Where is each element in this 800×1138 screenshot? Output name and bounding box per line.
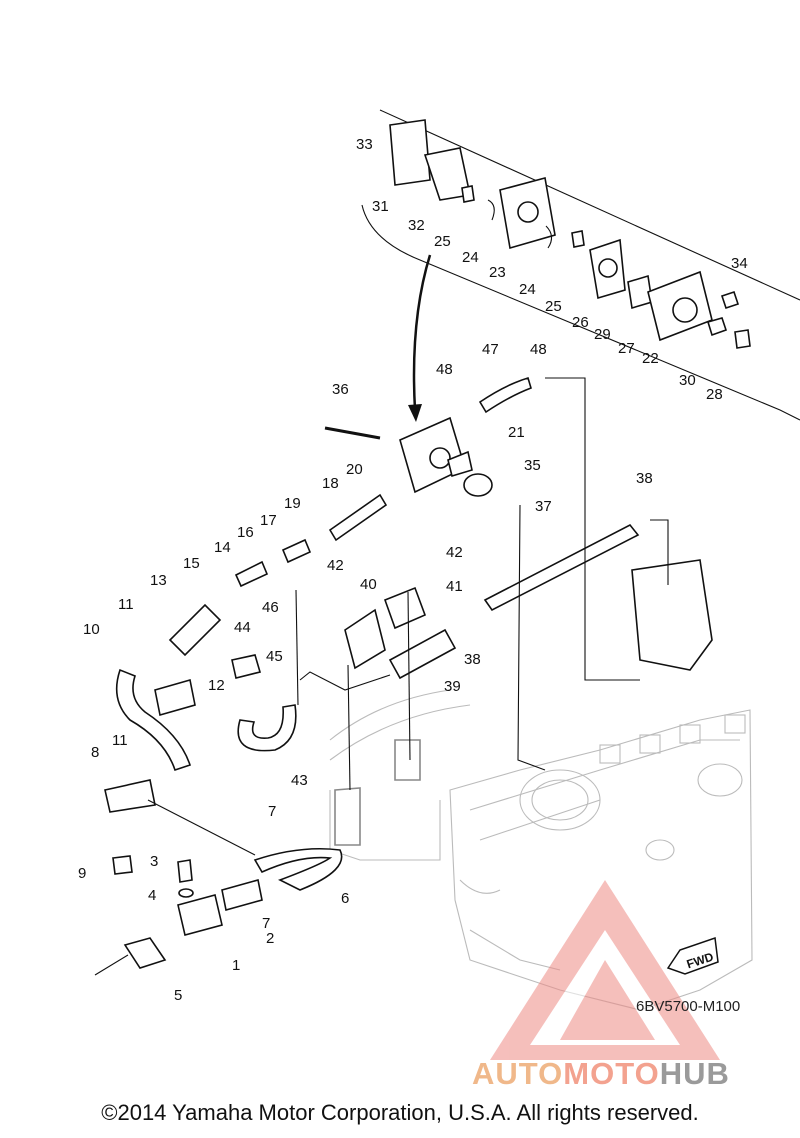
callout-28: 28 — [706, 386, 723, 403]
callout-46: 46 — [262, 599, 279, 616]
watermark-auto: AUTO — [472, 1056, 564, 1091]
callout-labels: 1234567891011121314151617181920212223242… — [78, 136, 748, 1004]
callout-42: 42 — [446, 544, 463, 561]
callout-41: 41 — [446, 578, 463, 595]
callout-27: 27 — [618, 340, 635, 357]
callout-11-repeat: 11 — [112, 732, 128, 749]
callout-31: 31 — [372, 198, 389, 215]
callout-30: 30 — [679, 372, 696, 389]
watermark-moto: MOTO — [563, 1056, 660, 1091]
callout-6: 6 — [341, 890, 349, 907]
callout-32: 32 — [408, 217, 425, 234]
callout-7: 7 — [268, 803, 276, 820]
callout-38-repeat: 38 — [464, 651, 481, 668]
callout-24-repeat: 24 — [519, 281, 536, 298]
callout-40: 40 — [360, 576, 377, 593]
callout-48: 48 — [436, 361, 453, 378]
callout-1: 1 — [232, 957, 240, 974]
watermark-logo — [490, 880, 720, 1060]
callout-45: 45 — [266, 648, 283, 665]
callout-23: 23 — [489, 264, 506, 281]
callout-26: 26 — [572, 314, 589, 331]
callout-35: 35 — [524, 457, 541, 474]
callout-12: 12 — [208, 677, 225, 694]
callout-36: 36 — [332, 381, 349, 398]
callout-48-repeat: 48 — [530, 341, 547, 358]
callout-39: 39 — [444, 678, 461, 695]
callout-17: 17 — [260, 512, 277, 529]
callout-44: 44 — [234, 619, 251, 636]
callout-47: 47 — [482, 341, 499, 358]
callout-25-repeat: 25 — [545, 298, 562, 315]
callout-13: 13 — [150, 572, 167, 589]
callout-11: 11 — [118, 596, 134, 613]
explode-arrow-head — [408, 404, 422, 422]
callout-21: 21 — [508, 424, 525, 441]
callout-18: 18 — [322, 475, 339, 492]
callout-10: 10 — [83, 621, 100, 638]
callout-22: 22 — [642, 350, 659, 367]
fuel-lines — [94, 377, 713, 976]
copyright-notice: ©2014 Yamaha Motor Corporation, U.S.A. A… — [101, 1100, 699, 1125]
callout-8: 8 — [91, 744, 99, 761]
fuel-pump-exploded-group — [361, 109, 800, 421]
callout-20: 20 — [346, 461, 363, 478]
callout-19: 19 — [284, 495, 301, 512]
callout-9: 9 — [78, 865, 86, 882]
callout-3: 3 — [150, 853, 158, 870]
drawing-code: 6BV5700-M100 — [636, 998, 741, 1015]
callout-7-repeat: 7 — [262, 915, 270, 932]
fwd-arrow: FWD — [666, 936, 719, 975]
fuel-pump — [324, 416, 493, 497]
callout-42-repeat: 42 — [327, 557, 344, 574]
callout-5: 5 — [174, 987, 182, 1004]
callout-4: 4 — [148, 887, 156, 904]
callout-37: 37 — [535, 498, 552, 515]
watermark-text: AUTOMOTOHUB — [472, 1056, 730, 1092]
callout-24: 24 — [462, 249, 479, 266]
engine-block — [329, 689, 753, 1011]
callout-38: 38 — [636, 470, 653, 487]
callout-33: 33 — [356, 136, 373, 153]
callout-15: 15 — [183, 555, 200, 572]
callout-29: 29 — [594, 326, 611, 343]
callout-2: 2 — [266, 930, 274, 947]
callout-14: 14 — [214, 539, 231, 556]
callout-43: 43 — [291, 772, 308, 789]
callout-16: 16 — [237, 524, 254, 541]
callout-25: 25 — [434, 233, 451, 250]
explode-arrow — [412, 254, 432, 411]
callout-34: 34 — [731, 255, 748, 272]
watermark-hub: HUB — [659, 1056, 730, 1091]
